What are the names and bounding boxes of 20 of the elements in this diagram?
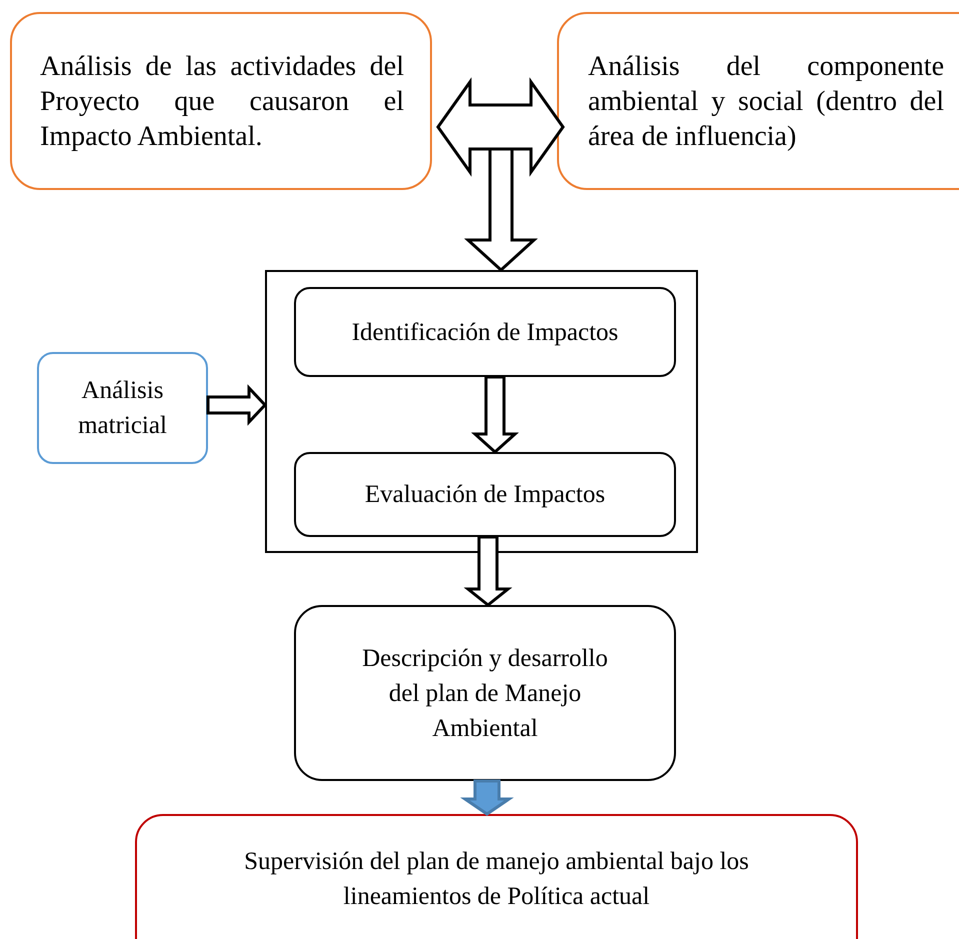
rounded-box [294,452,676,537]
rounded-box [294,287,676,377]
block-arrow [206,384,268,426]
node-text: Identificación de Impactos [352,318,618,348]
block-arrow [436,77,565,177]
block-arrow [460,780,514,816]
node-text: Análisis del componente ambiental y social (dentro del área de influencia) [588,50,944,154]
node-text: Supervisión del plan de manejo ambiental bajo los lineamientos de Política actual [243,847,750,912]
node-text: Análisis matricial [77,376,168,441]
rounded-box [10,12,432,190]
node-text: Evaluación de Impactos [364,480,606,510]
rounded-box [557,12,959,190]
rounded-box [135,814,858,939]
block-arrow [464,536,512,607]
rounded-box [37,352,208,464]
block-arrow [471,376,519,454]
rounded-box [294,605,676,781]
node-text: Descripción y desarrollo del plan de Manejo Ambiental [361,644,609,744]
frame-box [265,270,698,553]
node-text: Análisis de las actividades del Proyecto que causaron el Impacto Ambiental. [40,50,404,154]
